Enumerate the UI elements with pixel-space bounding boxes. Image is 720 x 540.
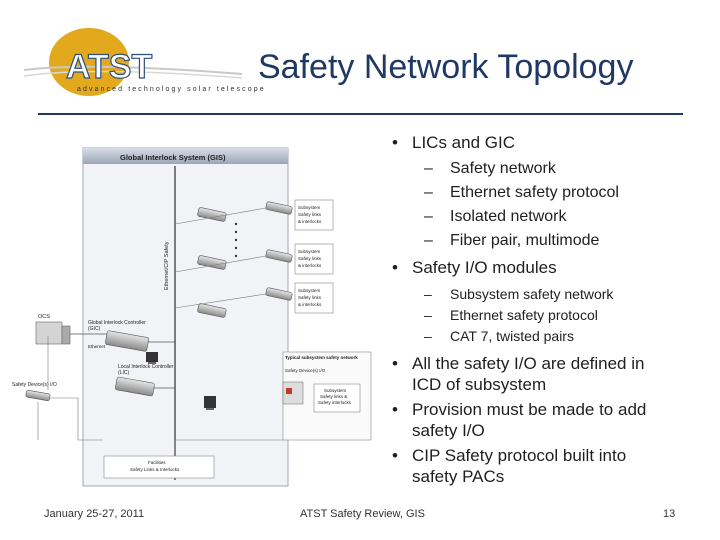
ocs-label: OCS	[38, 314, 50, 320]
facilities-label-2: Safety Links & Interlocks	[130, 467, 180, 472]
subsystem-box-3: Subsystem Safety links & interlocks	[294, 282, 334, 314]
logo-text: ATST	[66, 48, 152, 86]
sub-bullet-2: –Ethernet safety protocol	[424, 184, 619, 201]
footer-date: January 25-27, 2011	[44, 508, 145, 520]
sub-bullet-4-text: Fiber pair, multimode	[450, 232, 600, 249]
bullet-provision-line-2: safety I/O	[412, 421, 485, 440]
network-node-3	[197, 303, 227, 318]
sub-bullet-3-text: Isolated network	[450, 208, 567, 225]
lic-controller: Local Interlock Controller (LIC)	[115, 364, 174, 397]
sub-bullet-1: –Safety network	[424, 160, 556, 177]
typical-device-label: Safety Device(s) I/O	[285, 368, 326, 373]
sub-bullet-1-text: Safety network	[450, 160, 556, 177]
subsystem-box-2-line-1: Subsystem	[298, 249, 321, 254]
sub-bullet-5: –Subsystem safety network	[424, 286, 614, 302]
ellipsis-dots	[234, 222, 238, 258]
atst-logo: ATST	[23, 28, 243, 96]
sub-bullet-6-text: Ethernet safety protocol	[450, 307, 598, 323]
sub-bullet-7: –CAT 7, twisted pairs	[424, 328, 574, 344]
subsystem-device-3	[265, 287, 293, 301]
facilities-label-1: Facilities	[148, 460, 166, 465]
sub-bullet-6: –Ethernet safety protocol	[424, 307, 598, 323]
gic-controller: Global Interlock Controller (GIC) Ethern…	[88, 320, 149, 352]
typical-subsystem-3: Safety interlocks	[318, 400, 352, 405]
sub-bullet-5-text: Subsystem safety network	[450, 286, 614, 302]
logo-tagline: advanced technology solar telescope	[77, 86, 266, 93]
bullet-cip-line-1: CIP Safety protocol built into	[412, 446, 627, 465]
gic-label-1: Global Interlock Controller	[88, 320, 146, 326]
bullet-safety-io: •Safety I/O modules	[392, 258, 557, 277]
subsystem-box-1-line-3: & interlocks	[298, 219, 322, 224]
subsystem-box-2-line-3: & interlocks	[298, 263, 322, 268]
subsystem-device-2	[265, 249, 293, 263]
network-node-1	[197, 207, 227, 222]
subsystem-device-1	[265, 201, 293, 215]
subsystem-box-1-line-1: Subsystem	[298, 205, 321, 210]
typical-subsystem-2: Safety links &	[320, 394, 347, 399]
facilities-box: Facilities Safety Links & Interlocks	[103, 455, 215, 479]
subsystem-box-3-line-1: Subsystem	[298, 288, 321, 293]
bus-vertical-label: Ethernet/CIP Safety	[164, 241, 170, 290]
safety-device-node	[25, 389, 51, 402]
typical-subsystem-1: Subsystem	[324, 388, 347, 393]
sub-bullet-7-text: CAT 7, twisted pairs	[450, 328, 574, 344]
lic-label-1: Local Interlock Controller	[118, 364, 174, 370]
gic-label-2: (GIC)	[88, 326, 101, 332]
slide-title: Safety Network Topology	[258, 48, 634, 86]
ethernet-label: Ethernet	[88, 344, 106, 349]
footer-center: ATST Safety Review, GIS	[300, 508, 425, 520]
gis-header-label: Global Interlock System (GIS)	[120, 153, 226, 162]
lic-workstation	[204, 396, 216, 410]
subsystem-box-1: Subsystem Safety links & interlocks	[294, 199, 334, 231]
subsystem-box-2: Subsystem Safety links & interlocks	[294, 243, 334, 275]
bullet-lics-gic-text: LICs and GIC	[412, 133, 515, 152]
bullet-list: •LICs and GIC –Safety network –Ethernet …	[386, 132, 706, 487]
typical-title: Typical subsystem safety network	[285, 355, 358, 360]
safety-devices-label: Safety Device(s) I/O	[12, 382, 57, 388]
subsystem-box-2-line-2: Safety links	[298, 256, 322, 261]
gic-workstation	[146, 352, 158, 364]
bullet-safety-io-text: Safety I/O modules	[412, 258, 557, 277]
gis-header	[83, 148, 288, 164]
footer-page-number: 13	[663, 508, 676, 520]
bullet-provision-line-1: Provision must be made to add	[412, 400, 647, 419]
network-node-2	[197, 255, 227, 270]
sub-bullet-4: –Fiber pair, multimode	[424, 232, 600, 249]
ocs-computer: OCS	[35, 314, 71, 345]
bullet-cip-line-2: safety PACs	[412, 467, 505, 486]
lic-label-2: (LIC)	[118, 370, 129, 376]
subsystem-box-3-line-2: Safety links	[298, 295, 322, 300]
sub-bullet-3: –Isolated network	[424, 208, 567, 225]
subsystem-box-3-line-3: & interlocks	[298, 302, 322, 307]
bullet-lics-gic: •LICs and GIC	[392, 133, 515, 152]
title-rule	[38, 113, 683, 115]
bullet-icd-line-1: All the safety I/O are defined in	[412, 354, 645, 373]
typical-subsystem-panel: Typical subsystem safety network Safety …	[282, 351, 372, 441]
safety-network-diagram: Global Interlock System (GIS) Ethernet/C…	[12, 147, 372, 487]
sub-bullet-2-text: Ethernet safety protocol	[450, 184, 619, 201]
gis-frame	[82, 147, 289, 487]
subsystem-box-1-line-2: Safety links	[298, 212, 322, 217]
bullet-icd-line-2: ICD of subsystem	[412, 375, 547, 394]
